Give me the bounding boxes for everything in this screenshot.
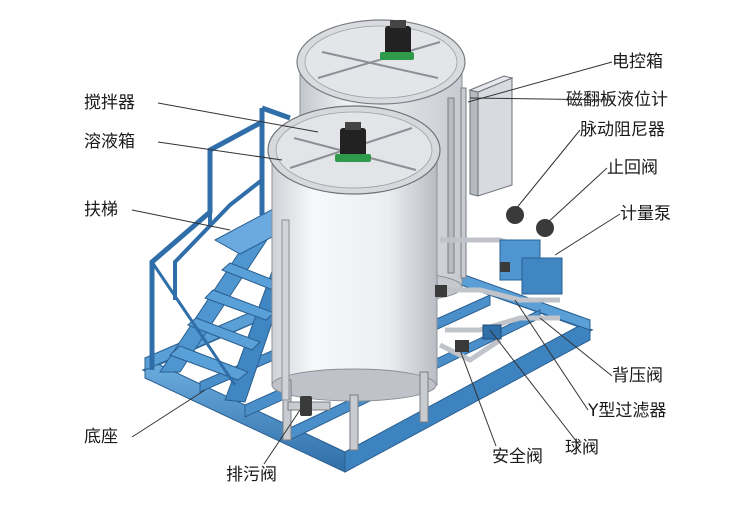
label-control-box: 电控箱 xyxy=(612,52,663,72)
control-box xyxy=(468,75,514,197)
label-safety-valve: 安全阀 xyxy=(492,447,543,467)
level-gauge xyxy=(447,87,467,279)
drain-valve xyxy=(287,396,331,416)
label-ball-valve: 球阀 xyxy=(565,438,599,458)
label-check-valve: 止回阀 xyxy=(607,158,658,178)
label-dissolving-tank: 溶液箱 xyxy=(84,132,135,152)
label-back-pressure-valve: 背压阀 xyxy=(612,366,663,386)
label-base: 底座 xyxy=(84,427,118,447)
pump-assembly xyxy=(435,206,563,363)
label-y-strainer: Y型过滤器 xyxy=(588,401,667,421)
label-ladder: 扶梯 xyxy=(84,200,118,220)
leader-lines xyxy=(131,61,621,465)
label-level-gauge: 磁翻板液位计 xyxy=(566,90,668,110)
label-pulse-damper: 脉动阻尼器 xyxy=(580,120,665,140)
label-drain-valve: 排污阀 xyxy=(226,465,277,485)
label-metering-pump: 计量泵 xyxy=(620,204,671,224)
front-tank xyxy=(267,105,441,451)
label-stirrer: 搅拌器 xyxy=(84,93,135,113)
